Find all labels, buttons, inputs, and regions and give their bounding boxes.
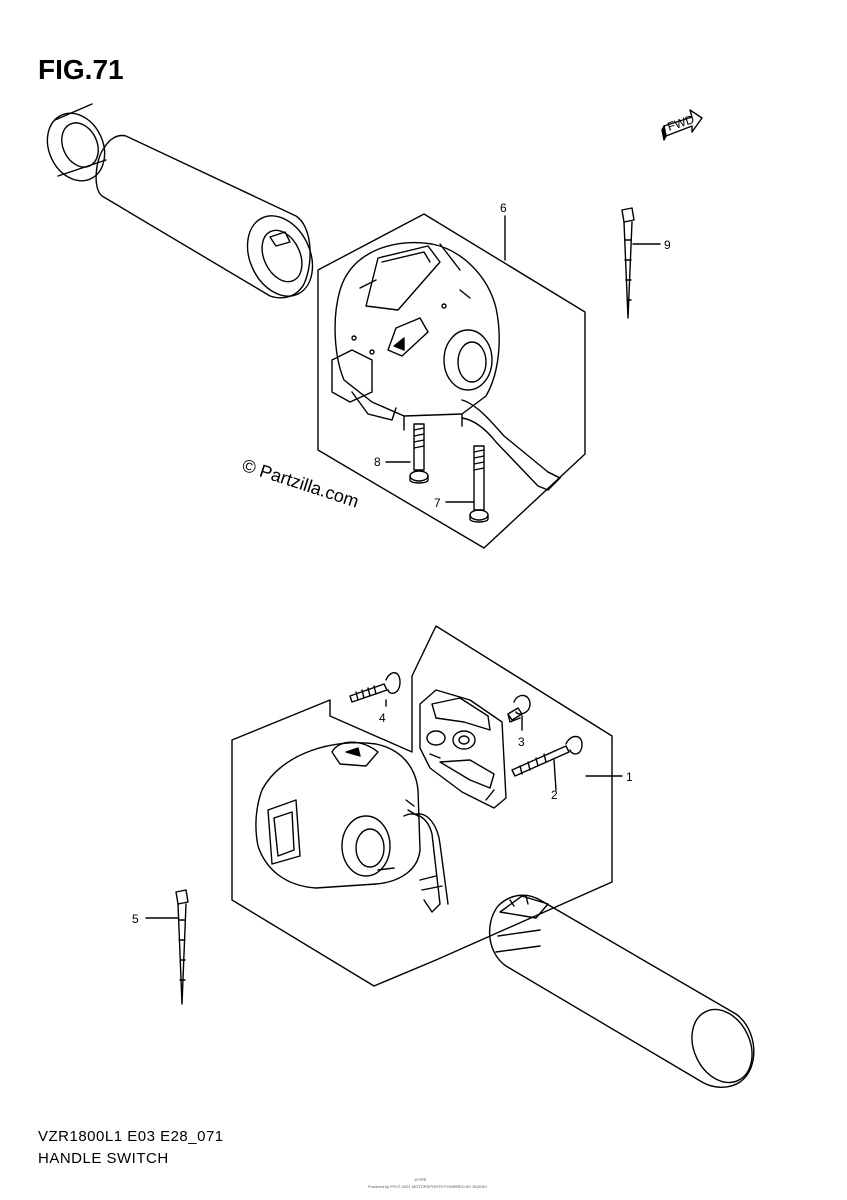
throttle-grip-lower xyxy=(488,894,755,1088)
fine-print-code: 1F2PB xyxy=(414,1177,427,1182)
callout-8: 8 xyxy=(374,455,381,469)
screw-4 xyxy=(349,672,401,703)
callout-1: 1 xyxy=(626,770,633,784)
diagram-name: HANDLE SWITCH xyxy=(38,1150,169,1167)
callout-5: 5 xyxy=(132,912,139,926)
diagram-code: VZR1800L1 E03 E28_071 xyxy=(38,1128,224,1145)
upper-switch-wire-harness xyxy=(461,399,561,491)
callout-2: 2 xyxy=(551,788,558,802)
lower-switch-wire-harness xyxy=(403,813,449,913)
cable-tie-9 xyxy=(621,207,635,319)
callout-6: 6 xyxy=(500,201,507,215)
grip-end-ring xyxy=(46,103,107,182)
screw-7 xyxy=(469,445,489,523)
right-handle-switch-housing xyxy=(331,241,500,431)
figure-title: FIG.71 xyxy=(38,54,124,85)
leader-2 xyxy=(553,759,557,791)
lower-assembly-outline xyxy=(231,625,613,987)
fwd-arrow-icon: FWD xyxy=(661,109,703,141)
callout-4: 4 xyxy=(379,711,386,725)
switch-clamp-bracket xyxy=(419,689,507,809)
upper-assembly-outline xyxy=(317,213,586,549)
callout-7: 7 xyxy=(434,496,441,510)
left-handle-switch-housing xyxy=(255,741,421,889)
fine-print-credit: Powered by PSI © 2021 MOTORSPORTS POWERE… xyxy=(368,1184,487,1189)
screw-2 xyxy=(511,735,583,777)
callout-3: 3 xyxy=(518,735,525,749)
screw-3 xyxy=(507,694,531,723)
cable-tie-5 xyxy=(175,889,189,1005)
screw-8 xyxy=(409,423,429,484)
throttle-grip-upper xyxy=(95,134,314,299)
callout-9: 9 xyxy=(664,238,671,252)
